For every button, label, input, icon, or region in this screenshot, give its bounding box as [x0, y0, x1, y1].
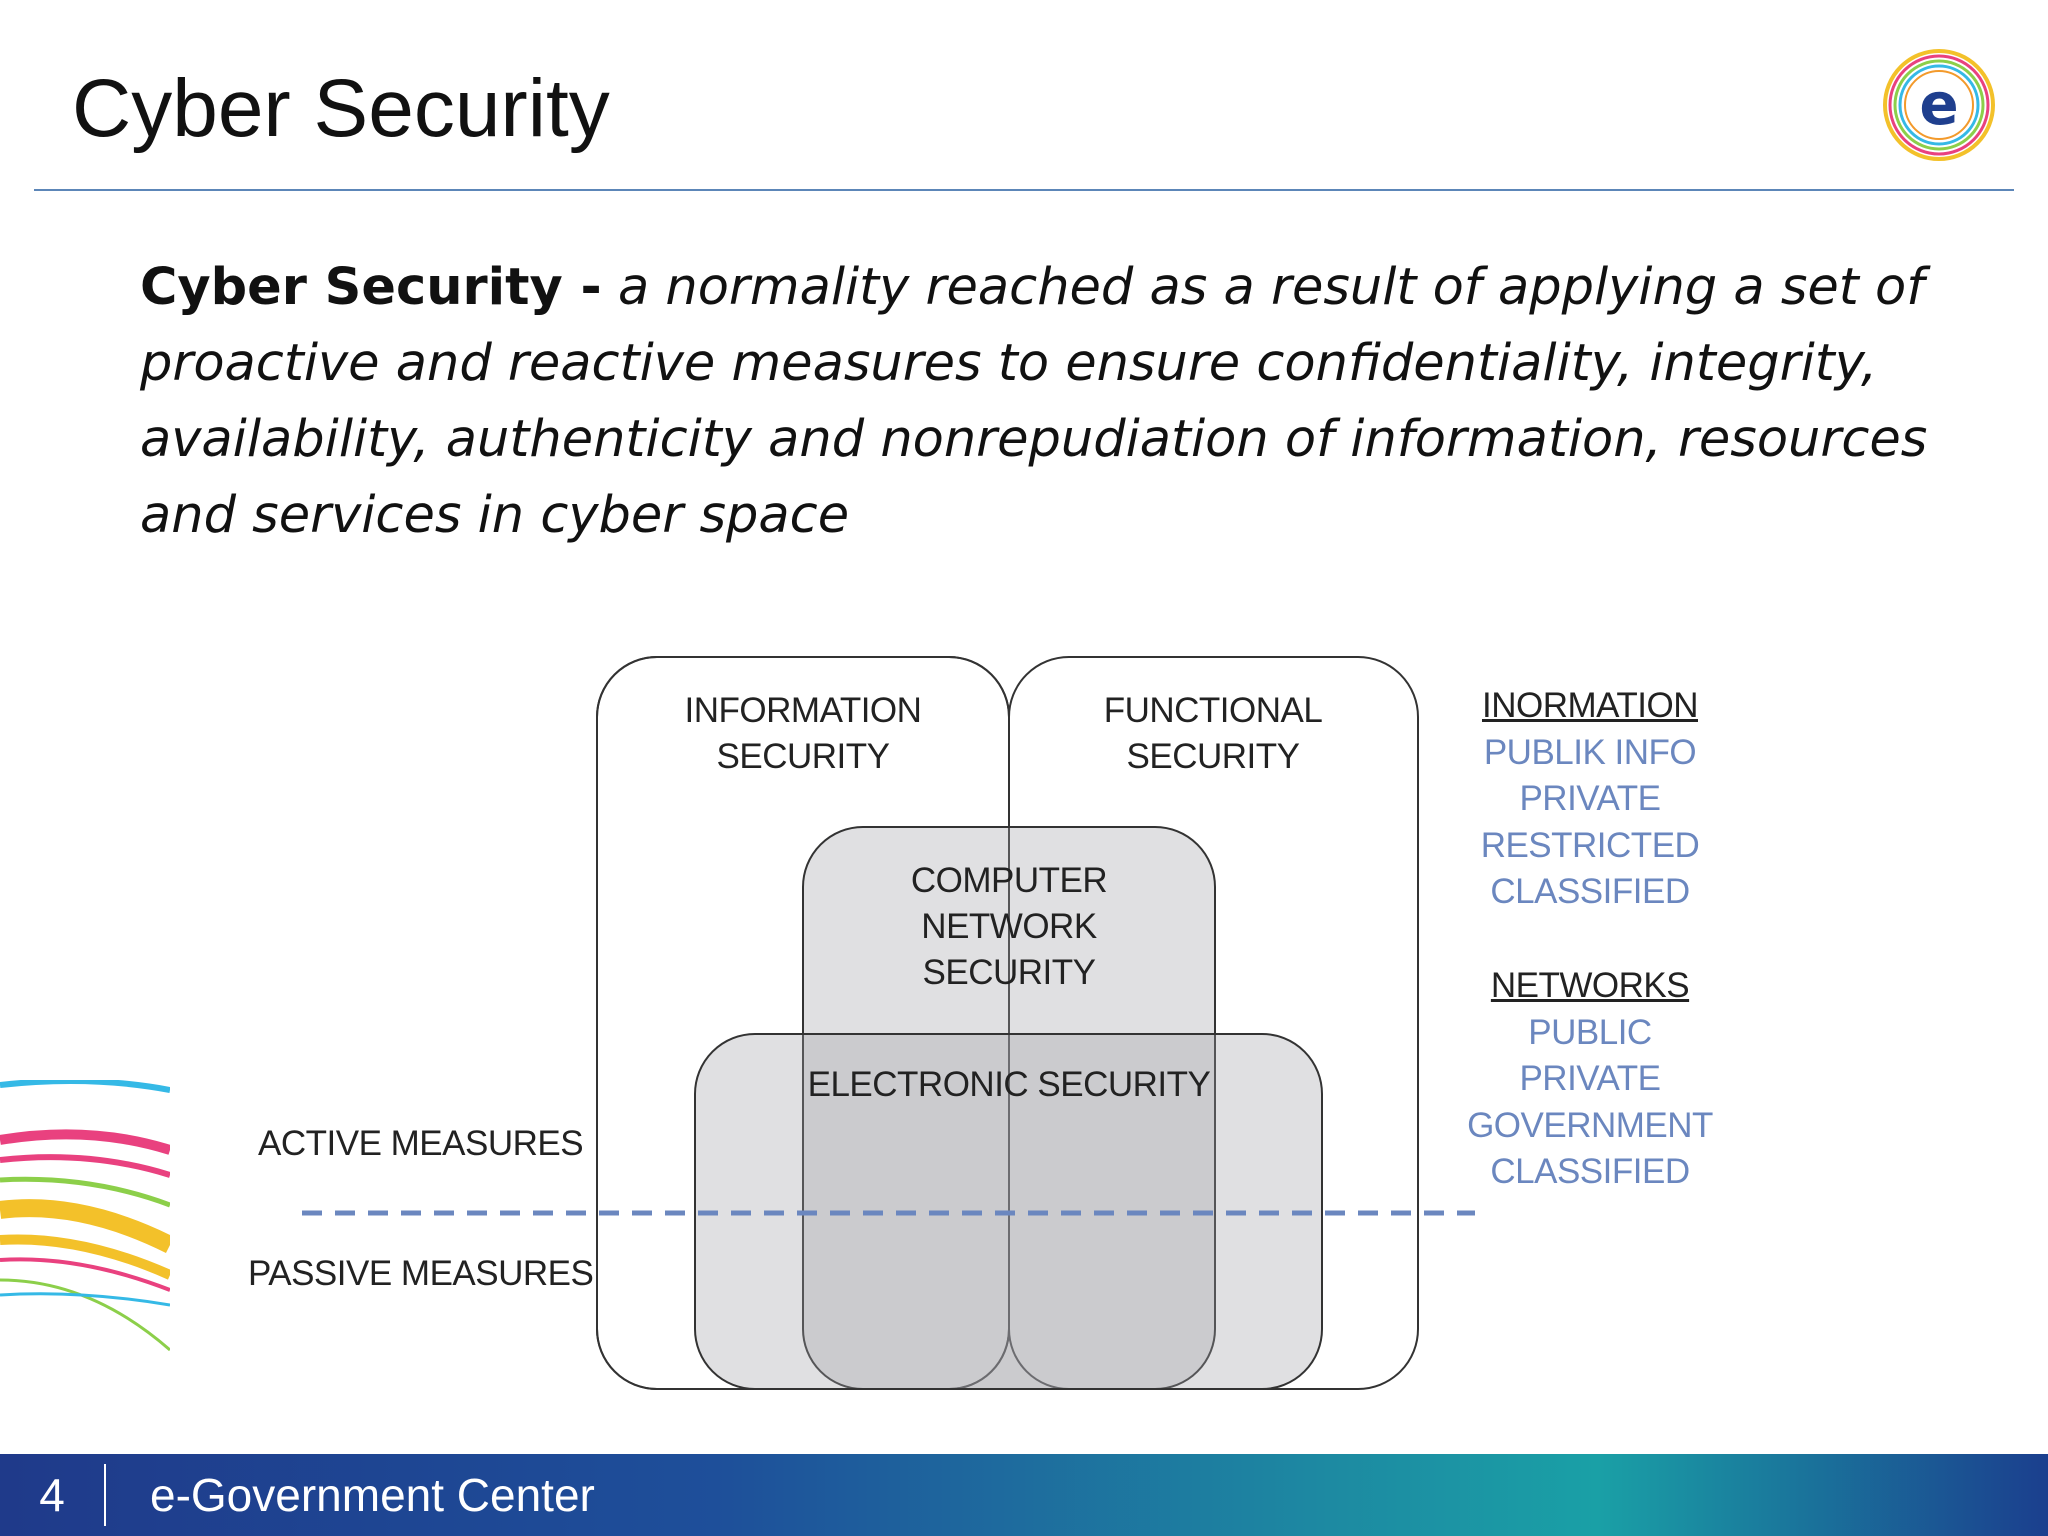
functional-security-label: FUNCTIONAL SECURITY [1103, 691, 1323, 776]
e-government-logo-icon: e [1883, 49, 1995, 161]
list-item: PRIVATE [1519, 779, 1661, 818]
logo-letter: e [1919, 70, 1958, 138]
list-item: CLASSIFIED [1490, 1152, 1690, 1191]
definition-paragraph: Cyber Security - a normality reached as … [140, 250, 1980, 554]
page-number: 4 [39, 1469, 65, 1521]
footer-divider [104, 1464, 106, 1526]
list-item: PUBLIC [1528, 1012, 1652, 1052]
electronic-security-label: ELECTRONIC SECURITY [807, 1065, 1211, 1104]
diagram-shapes [302, 656, 1475, 1390]
definition-term: Cyber Security - [140, 258, 602, 317]
list-item: GOVERNMENT [1467, 1105, 1713, 1145]
footer-bar: 4 e-Government Center [0, 1454, 2048, 1536]
definition-text: a normality reached as a result of apply… [140, 258, 1928, 545]
security-venn-diagram: INFORMATION SECURITY FUNCTIONAL SECURITY… [0, 640, 2048, 1420]
decorative-ribbons [0, 1080, 170, 1352]
title-divider [34, 189, 2014, 191]
passive-measures-label: PASSIVE MEASURES [248, 1254, 594, 1293]
list-item: PUBLIK INFO [1483, 732, 1697, 772]
footer-organization: e-Government Center [150, 1469, 595, 1521]
information-classification-list: INORMATION PUBLIK INFO PRIVATE RESTRICTE… [1440, 683, 1740, 916]
list-item: RESTRICTED [1480, 825, 1700, 865]
computer-network-security-label: COMPUTER NETWORK SECURITY [910, 861, 1108, 992]
active-measures-label: ACTIVE MEASURES [258, 1124, 584, 1163]
information-heading: INORMATION [1481, 686, 1699, 725]
list-item: PRIVATE [1519, 1059, 1661, 1098]
information-security-label: INFORMATION SECURITY [684, 691, 922, 776]
networks-heading: NETWORKS [1490, 966, 1690, 1005]
slide-title: Cyber Security [72, 63, 610, 154]
list-item: CLASSIFIED [1490, 872, 1690, 911]
networks-classification-list: NETWORKS PUBLIC PRIVATE GOVERNMENT CLASS… [1440, 963, 1740, 1196]
